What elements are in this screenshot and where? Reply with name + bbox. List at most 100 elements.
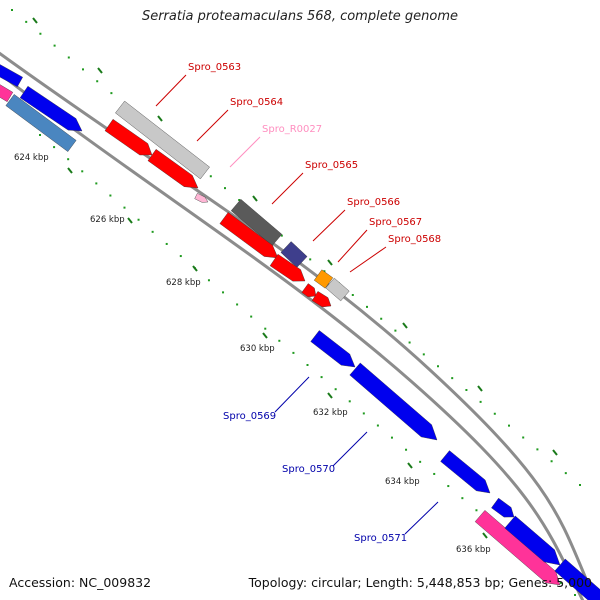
gc-dot xyxy=(479,400,482,403)
gc-dot xyxy=(334,388,337,391)
gene-Spro_0568-arrow xyxy=(325,277,350,302)
gc-dot xyxy=(380,317,383,320)
gc-dot xyxy=(53,146,56,149)
gene-Spro_0568-arrow xyxy=(311,291,332,308)
gc-dot xyxy=(123,206,126,209)
label-leader-line xyxy=(155,74,187,107)
map-title: Serratia proteamaculans 568, complete ge… xyxy=(141,9,459,24)
tick-mark xyxy=(327,392,333,399)
genome-summary-text: Topology: circular; Length: 5,448,853 bp… xyxy=(248,575,592,590)
backbone-inner-line xyxy=(0,71,585,600)
scale-label: 630 kbp xyxy=(240,344,275,354)
scale-label: 628 kbp xyxy=(166,278,201,288)
gc-dot xyxy=(236,303,239,306)
gc-dot xyxy=(309,258,312,261)
gc-dot xyxy=(151,230,154,233)
scale-label: 636 kbp xyxy=(456,545,491,555)
tick-mark xyxy=(252,195,258,202)
gc-dot xyxy=(278,339,281,342)
gene-label-Spro_0563: Spro_0563 xyxy=(188,62,241,73)
gc-dot xyxy=(264,327,267,330)
gc-dot xyxy=(362,412,365,415)
tick-mark xyxy=(67,167,73,174)
gene-Spro_0565-arrow xyxy=(219,212,279,259)
gc-dot xyxy=(461,497,464,500)
label-leader-line xyxy=(229,136,261,168)
tick-mark xyxy=(402,322,408,329)
scale-label: 634 kbp xyxy=(385,477,420,487)
gc-dot xyxy=(39,32,42,35)
gc-dot xyxy=(390,436,393,439)
gc-dot xyxy=(224,187,226,190)
gene-Spro_0569-arrow xyxy=(310,330,356,368)
gene-label-Spro_0564: Spro_0564 xyxy=(230,97,283,108)
gc-dot xyxy=(222,291,225,294)
gc-dot xyxy=(437,365,439,368)
gc-dot xyxy=(67,158,70,161)
gc-dot xyxy=(394,329,397,332)
gc-dot xyxy=(280,234,283,237)
gene-Spro_0565-arrow xyxy=(230,199,283,246)
gene-arrow-steelblue xyxy=(5,94,77,152)
gc-dot xyxy=(25,20,28,23)
gc-dot xyxy=(447,485,450,488)
gc-dot xyxy=(522,436,525,439)
gene-arrow-pink xyxy=(0,84,14,102)
gc-dot xyxy=(366,305,368,308)
gene-arrow-blue xyxy=(554,558,600,600)
gc-dot xyxy=(419,460,422,463)
scale-label: 626 kbp xyxy=(90,215,125,225)
gc-dot xyxy=(39,134,41,136)
gene-Spro_0563-arrow xyxy=(115,100,210,180)
gene-arrow-blue xyxy=(504,515,561,566)
gene-label-Spro_0567: Spro_0567 xyxy=(369,217,422,228)
gene-label-Spro_0570: Spro_0570 xyxy=(282,464,335,475)
gene-arrow-blue xyxy=(19,85,83,132)
gene-Spro_0566-arrow xyxy=(269,253,306,282)
gene-labels-layer: Spro_0563Spro_0564Spro_R0027Spro_0565Spr… xyxy=(188,62,441,544)
gc-dot xyxy=(493,412,496,415)
gene-Spro_R0027-arrow xyxy=(194,193,209,203)
gc-dot xyxy=(306,364,309,366)
tick-mark xyxy=(262,332,268,339)
gc-dot xyxy=(351,294,354,296)
gc-dot xyxy=(137,218,140,221)
scale-label: 632 kbp xyxy=(313,408,348,418)
gene-Spro_0571-arrow xyxy=(440,450,491,494)
label-leader-line xyxy=(271,172,304,205)
tick-mark xyxy=(482,532,488,539)
gene-features-layer xyxy=(0,64,600,600)
gc-dot xyxy=(320,376,323,379)
tick-mark xyxy=(407,462,413,469)
gc-dot xyxy=(95,182,98,185)
gc-dot xyxy=(81,170,84,173)
gc-dot xyxy=(82,68,84,71)
gene-label-Spro_0568: Spro_0568 xyxy=(388,234,441,245)
gc-dot xyxy=(209,175,212,178)
gc-dot xyxy=(348,400,351,403)
gc-dot xyxy=(475,509,478,512)
gc-dot xyxy=(11,9,13,11)
gc-dot xyxy=(405,448,408,451)
label-leader-line xyxy=(332,431,368,467)
gc-dot xyxy=(550,460,553,463)
gc-dot xyxy=(508,424,510,427)
gene-arrow-blue xyxy=(491,497,515,518)
gc-dot xyxy=(110,92,113,95)
scale-label: 624 kbp xyxy=(14,153,49,163)
gene-label-Spro_0566: Spro_0566 xyxy=(347,197,400,208)
gc-dot xyxy=(451,377,454,380)
gene-label-Spro_0571: Spro_0571 xyxy=(354,533,407,544)
label-leader-line xyxy=(274,376,310,413)
gc-dot xyxy=(250,315,253,318)
label-leader-line xyxy=(349,246,387,273)
gc-dot xyxy=(574,594,576,596)
tick-mark xyxy=(192,265,198,272)
tick-mark xyxy=(32,17,38,24)
tick-mark xyxy=(327,259,333,266)
label-leader-line xyxy=(312,209,346,242)
gc-dot xyxy=(109,194,112,197)
gene-Spro_0564-arrow xyxy=(147,149,199,189)
tick-mark xyxy=(127,217,133,224)
